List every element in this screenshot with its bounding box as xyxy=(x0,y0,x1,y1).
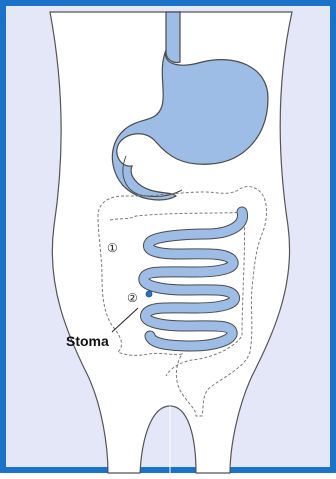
esophagus xyxy=(166,12,180,63)
callout-marker-1: ① xyxy=(107,241,118,255)
callout-marker-2: ② xyxy=(127,291,138,305)
stoma-mark xyxy=(146,291,152,297)
stoma-label: Stoma xyxy=(66,333,109,349)
digestive-system-diagram: ① ② Stoma xyxy=(6,6,336,479)
